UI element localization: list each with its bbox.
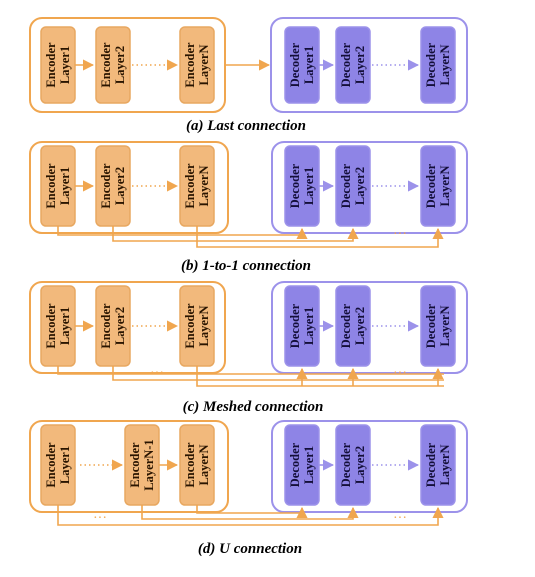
decoder-layer-2-line1: Decoder xyxy=(339,163,353,208)
one-to-one-link-3 xyxy=(196,226,444,248)
decoder-layer-1-line2: Layer1 xyxy=(302,46,316,84)
decoder-layer-1-line1: Decoder xyxy=(288,442,302,487)
decoder-layer-1-line1: Decoder xyxy=(288,303,302,348)
encoder-bus-ellipsis: ··· xyxy=(93,511,107,526)
decoder-layer-2-line1: Decoder xyxy=(339,303,353,348)
encoder-layer-1-line2: Layer1 xyxy=(58,307,72,345)
u-link-3 xyxy=(196,505,308,519)
decoder-layer-3-line2: LayerN xyxy=(438,45,452,86)
decoder-layer-3-line1: Decoder xyxy=(424,303,438,348)
decoder-layer-2-line1: Decoder xyxy=(339,42,353,87)
decoder-layer-2-line2: Layer2 xyxy=(353,446,367,484)
encoder-layer-1-line2: Layer1 xyxy=(58,46,72,84)
decoder-layer-3-line1: Decoder xyxy=(424,163,438,208)
decoder-layer-1-line2: Layer1 xyxy=(302,167,316,205)
decoder-bus-ellipsis: ··· xyxy=(393,227,407,242)
mesh-bus-1 xyxy=(57,366,444,375)
caption-a: (a) Last connection xyxy=(186,118,306,134)
caption-c: (c) Meshed connection xyxy=(183,399,324,415)
encoder-layer-1-line1: Encoder xyxy=(44,42,58,88)
decoder-layer-1-line2: Layer1 xyxy=(302,307,316,345)
mesh-bus-3 xyxy=(196,366,444,387)
one-to-one-link-1 xyxy=(57,226,308,240)
mesh-bus-2 xyxy=(112,366,444,381)
encoder-layer-3-line2: LayerN xyxy=(197,45,211,86)
encoder-layer-2-line1: Encoder xyxy=(99,303,113,349)
encoder-layer-3-line1: Encoder xyxy=(183,42,197,88)
decoder-layer-3-line2: LayerN xyxy=(438,306,452,347)
encoder-layer-3-line2: LayerN xyxy=(197,166,211,207)
encoder-layer-1-line1: Encoder xyxy=(44,163,58,209)
u-link-1 xyxy=(57,505,444,526)
encoder-layer-3-line2: LayerN xyxy=(197,306,211,347)
caption-d: (d) U connection xyxy=(198,541,302,557)
encoder-layer-3-line1: Encoder xyxy=(183,163,197,209)
encoder-layer-3-line1: Encoder xyxy=(183,442,197,488)
encoder-layer-2-line2: Layer2 xyxy=(113,167,127,205)
encoder-layer-1-line2: Layer1 xyxy=(58,446,72,484)
caption-b: (b) 1-to-1 connection xyxy=(181,258,311,274)
decoder-bus-ellipsis: ··· xyxy=(393,366,407,381)
encoder-layer-3-line2: LayerN xyxy=(197,445,211,486)
u-link-2 xyxy=(141,505,359,520)
encoder-layer-3-line1: Encoder xyxy=(183,303,197,349)
decoder-layer-2-line2: Layer2 xyxy=(353,46,367,84)
encoder-layer-2-line1: Encoder xyxy=(128,442,142,488)
one-to-one-link-2 xyxy=(112,226,359,242)
decoder-layer-2-line2: Layer2 xyxy=(353,167,367,205)
decoder-bus-ellipsis: ··· xyxy=(393,511,407,526)
decoder-layer-3-line1: Decoder xyxy=(424,42,438,87)
encoder-layer-1-line2: Layer1 xyxy=(58,167,72,205)
encoder-layer-1-line1: Encoder xyxy=(44,303,58,349)
encoder-layer-2-line2: Layer2 xyxy=(113,46,127,84)
encoder-layer-2-line1: Encoder xyxy=(99,42,113,88)
encoder-layer-2-line2: LayerN-1 xyxy=(142,439,156,490)
encoder-layer-2-line2: Layer2 xyxy=(113,307,127,345)
decoder-layer-1-line1: Decoder xyxy=(288,42,302,87)
encoder-bus-ellipsis: ··· xyxy=(150,366,164,381)
decoder-layer-1-line2: Layer1 xyxy=(302,446,316,484)
decoder-layer-2-line1: Decoder xyxy=(339,442,353,487)
decoder-layer-3-line1: Decoder xyxy=(424,442,438,487)
encoder-layer-1-line1: Encoder xyxy=(44,442,58,488)
encoder-bus-ellipsis: ··· xyxy=(150,227,164,242)
encoder-layer-2-line1: Encoder xyxy=(99,163,113,209)
decoder-layer-1-line1: Decoder xyxy=(288,163,302,208)
decoder-layer-3-line2: LayerN xyxy=(438,166,452,207)
decoder-layer-2-line2: Layer2 xyxy=(353,307,367,345)
decoder-layer-3-line2: LayerN xyxy=(438,445,452,486)
